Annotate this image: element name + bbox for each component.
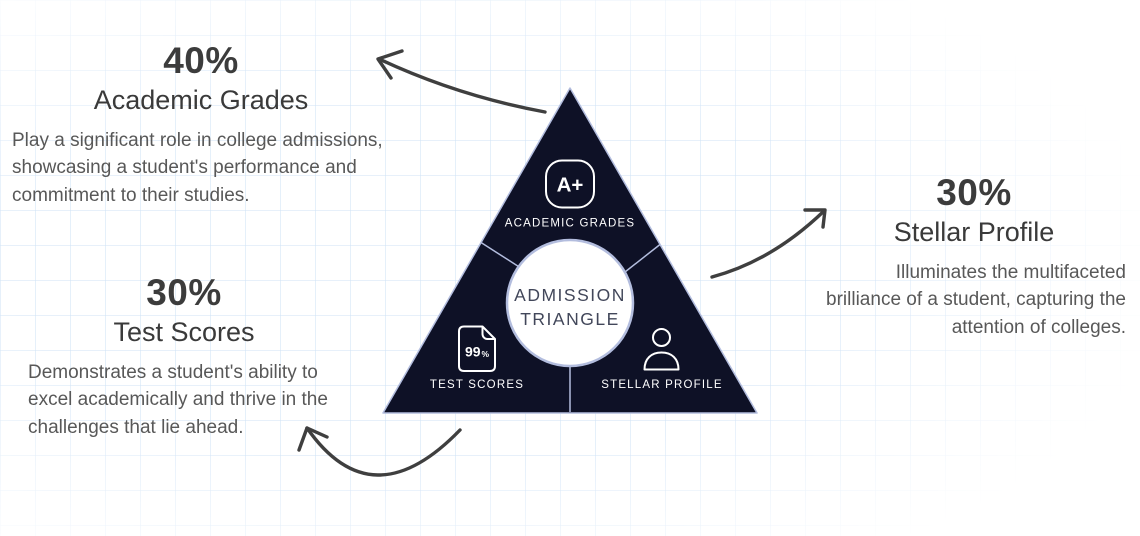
center-title-line2: TRIANGLE bbox=[520, 309, 620, 329]
divider-left bbox=[480, 241, 519, 268]
document-fold-corner bbox=[481, 327, 495, 340]
academic-description: Play a significant role in college admis… bbox=[12, 129, 383, 206]
person-body bbox=[643, 351, 680, 371]
person-icon bbox=[643, 328, 680, 371]
document-score-percent: % bbox=[482, 349, 490, 359]
stellar-title: Stellar Profile bbox=[893, 216, 1055, 247]
test-scores-label: TEST SCORES bbox=[430, 379, 524, 391]
test-title: Test Scores bbox=[113, 316, 255, 347]
center-title-line1: ADMISSION bbox=[514, 285, 626, 305]
person-head bbox=[652, 328, 671, 347]
academic-percent: 40% bbox=[163, 40, 239, 81]
curved-arrow-test-head-icon bbox=[297, 426, 329, 452]
callout-stellar-profile: 30% Stellar Profile Illuminates the mult… bbox=[818, 172, 1130, 341]
curved-arrow-academic-head-icon bbox=[376, 49, 404, 80]
test-description: Demonstrates a student's ability to exce… bbox=[28, 361, 328, 438]
curved-arrow-stellar-icon bbox=[710, 209, 826, 279]
stellar-description: Illuminates the multifaceted brilliance … bbox=[826, 261, 1126, 338]
callout-test-scores: 30% Test Scores Demonstrates a student's… bbox=[28, 272, 340, 441]
stellar-profile-label: STELLAR PROFILE bbox=[601, 379, 723, 391]
curved-arrow-academic-icon bbox=[377, 57, 547, 114]
test-score-document-icon: 99 % bbox=[458, 325, 496, 372]
divider-right bbox=[624, 243, 661, 273]
curved-arrow-test-icon bbox=[305, 426, 462, 477]
stellar-percent: 30% bbox=[936, 172, 1012, 213]
callout-academic-grades: 40% Academic Grades Play a significant r… bbox=[12, 40, 390, 209]
a-plus-icon-text: A+ bbox=[557, 174, 584, 197]
test-percent: 30% bbox=[146, 272, 222, 313]
document-score-value: 99 bbox=[465, 344, 481, 360]
academic-grades-label: ACADEMIC GRADES bbox=[505, 218, 635, 230]
document-outline bbox=[458, 325, 496, 372]
curved-arrow-stellar-head-icon bbox=[803, 208, 827, 229]
academic-title: Academic Grades bbox=[93, 84, 309, 115]
a-plus-badge-icon bbox=[545, 159, 595, 209]
center-circle bbox=[505, 238, 635, 368]
